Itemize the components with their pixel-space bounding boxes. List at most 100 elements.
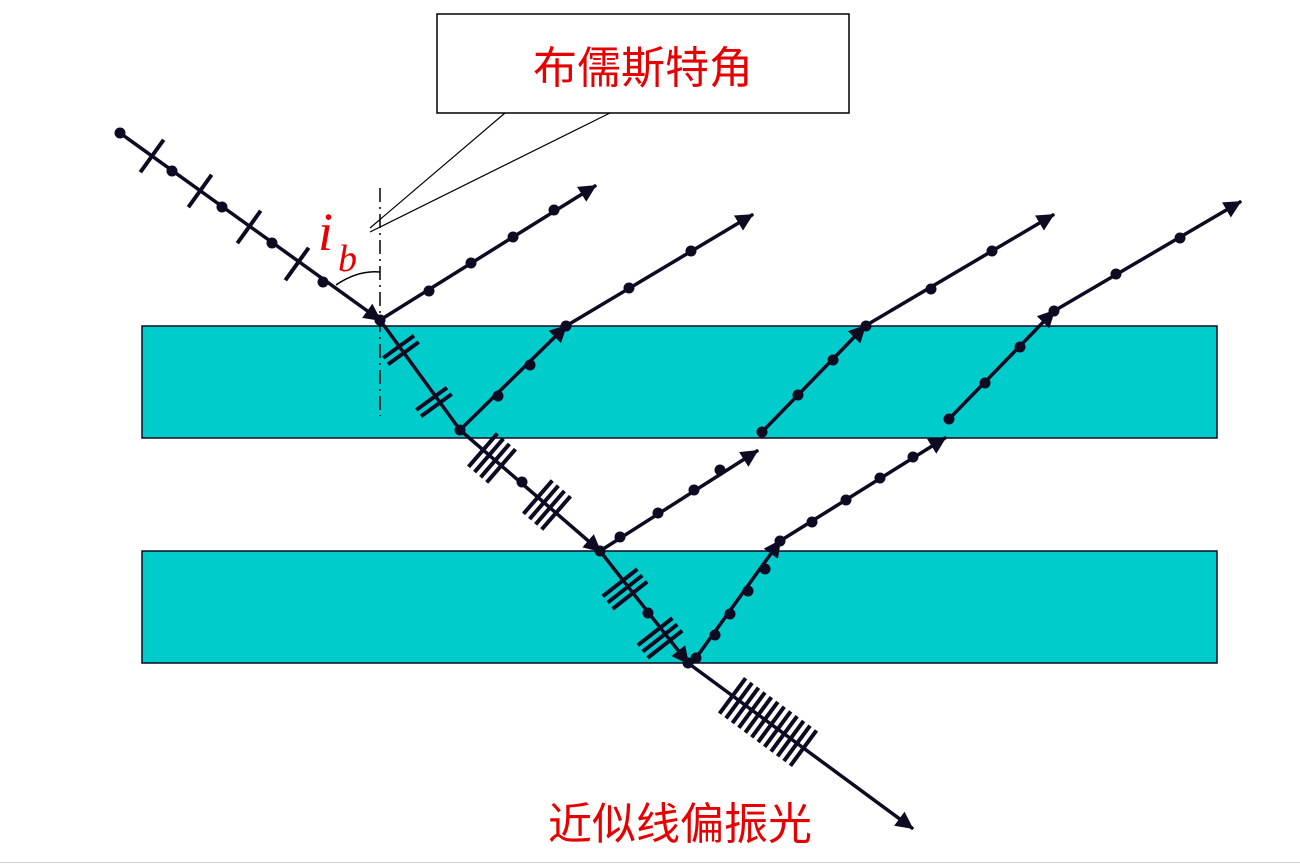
glass-plate-lower bbox=[141, 550, 1218, 664]
brewster-angle-label: 布儒斯特角 bbox=[533, 43, 753, 94]
polarization-tick bbox=[775, 719, 806, 758]
reflected-ray bbox=[1052, 200, 1242, 313]
polarization-tick bbox=[743, 695, 773, 734]
polarization-tick bbox=[782, 724, 812, 763]
polarization-dot bbox=[907, 451, 919, 463]
reflected-ray bbox=[458, 324, 568, 432]
polarization-dot bbox=[492, 390, 504, 402]
polarization-dot bbox=[874, 472, 886, 484]
polarization-dot bbox=[806, 516, 818, 528]
polarization-dot bbox=[827, 354, 839, 366]
polarization-tick bbox=[485, 447, 517, 484]
polarization-dot bbox=[685, 245, 697, 257]
polarization-tick bbox=[386, 340, 420, 367]
polarization-tick bbox=[646, 629, 684, 660]
callout-leader-line bbox=[369, 112, 611, 233]
polarization-dot bbox=[1110, 268, 1122, 280]
polarization-tick bbox=[186, 173, 214, 209]
reflected-ray bbox=[778, 436, 947, 543]
polarization-dot bbox=[742, 585, 754, 597]
polarization-dot bbox=[986, 245, 998, 257]
polarization-tick bbox=[534, 489, 566, 526]
reflected-ray bbox=[598, 449, 759, 553]
polarization-dot bbox=[652, 507, 664, 519]
bottom-divider bbox=[0, 862, 1300, 863]
polarization-dot bbox=[548, 204, 560, 216]
polarization-tick bbox=[763, 710, 793, 749]
reflected-ray bbox=[760, 324, 867, 434]
polarization-dot bbox=[840, 494, 852, 506]
polarization-dot bbox=[516, 476, 528, 488]
reflected-ray bbox=[564, 213, 754, 328]
polarization-tick bbox=[724, 681, 754, 720]
polarization-dot bbox=[943, 413, 955, 425]
polarization-tick bbox=[467, 432, 499, 469]
transmitted-ray bbox=[686, 661, 914, 830]
polarization-dot bbox=[166, 165, 178, 177]
polarization-tick bbox=[750, 700, 780, 739]
polarization-tick bbox=[382, 333, 416, 360]
polarization-dot bbox=[1014, 341, 1026, 353]
polarization-dot bbox=[1048, 305, 1060, 317]
polarization-tick bbox=[641, 622, 679, 654]
polarization-dot bbox=[423, 285, 435, 297]
reflected-ray bbox=[694, 539, 782, 660]
polarization-dot bbox=[860, 320, 872, 332]
polarization-tick bbox=[756, 705, 786, 744]
polarization-tick bbox=[730, 686, 761, 725]
polarization-tick bbox=[473, 437, 505, 474]
polarization-dot bbox=[792, 389, 804, 401]
polarization-tick bbox=[522, 479, 554, 516]
polarization-dot bbox=[774, 535, 786, 547]
polarization-dot bbox=[709, 629, 721, 641]
polarization-dot bbox=[979, 377, 991, 389]
angle-arc bbox=[335, 271, 381, 286]
transmitted-ray bbox=[378, 318, 462, 432]
polarization-tick bbox=[737, 691, 767, 730]
polarization-tick bbox=[528, 484, 560, 521]
polarization-tick bbox=[138, 138, 166, 174]
polarization-dot bbox=[623, 282, 635, 294]
polarization-dot bbox=[317, 276, 329, 288]
polarization-tick bbox=[479, 442, 511, 479]
polarization-dot bbox=[524, 359, 536, 371]
polarization-dot bbox=[759, 563, 771, 575]
polarization-dot bbox=[925, 283, 937, 295]
light-rays-group bbox=[114, 127, 1242, 830]
glass-plate-upper bbox=[141, 325, 1218, 439]
polarization-tick bbox=[769, 714, 799, 753]
polarization-dot bbox=[507, 231, 519, 243]
transmitted-ray bbox=[598, 549, 690, 665]
polarization-tick bbox=[601, 567, 639, 598]
polarization-tick bbox=[606, 573, 644, 605]
polarization-dot bbox=[724, 608, 736, 620]
polarization-tick bbox=[788, 729, 819, 767]
callout-leader-line bbox=[369, 112, 506, 229]
polarization-dot bbox=[1174, 232, 1186, 244]
polarization-tick bbox=[415, 385, 449, 412]
polarization-tick bbox=[611, 580, 649, 611]
polarization-dot bbox=[682, 657, 694, 669]
transmitted-ray bbox=[458, 428, 602, 553]
polarization-tick bbox=[540, 494, 572, 531]
reflected-ray bbox=[378, 184, 597, 322]
reflected-ray bbox=[863, 213, 1055, 328]
polarization-dot bbox=[266, 237, 278, 249]
polarization-dot bbox=[560, 320, 572, 332]
polarization-dot bbox=[756, 426, 768, 438]
polarization-tick bbox=[235, 209, 263, 245]
polarization-dot bbox=[642, 607, 654, 619]
angle-subscript: b bbox=[338, 238, 357, 280]
polarization-dot bbox=[465, 257, 477, 269]
polarization-dot bbox=[714, 464, 726, 476]
polarization-dot bbox=[688, 484, 700, 496]
output-light-label: 近似线偏振光 bbox=[548, 799, 812, 850]
callout-box bbox=[436, 13, 850, 114]
polarization-dot bbox=[690, 652, 702, 664]
polarization-tick bbox=[717, 677, 748, 715]
polarization-dot bbox=[614, 531, 626, 543]
polarization-tick bbox=[636, 616, 674, 647]
angle-symbol: i bbox=[318, 202, 333, 262]
